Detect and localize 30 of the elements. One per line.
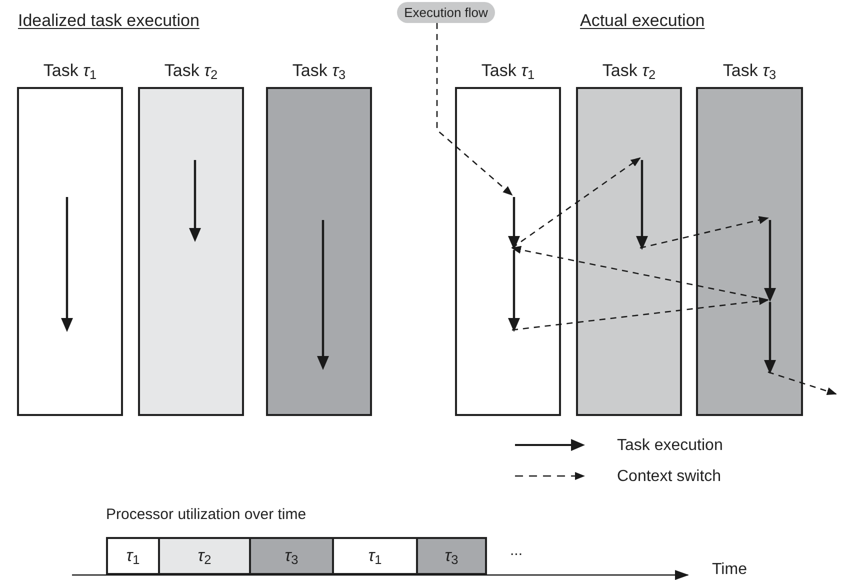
context-switch-arrow	[768, 371, 837, 396]
time-slot-box: τ$_{2}$	[158, 537, 251, 575]
flow-label-pill: Execution flow	[397, 2, 495, 23]
task-execution-arrow	[507, 250, 521, 332]
continuation-dots: ...	[510, 541, 523, 561]
time-slot-box: τ$_{3}$	[416, 537, 487, 575]
context-switch-arrow	[512, 297, 769, 331]
time-slot-box: τ$_{3}$	[249, 537, 334, 575]
task-execution-arrow	[635, 160, 649, 250]
column-heading: Task τ$_{3}$	[722, 60, 778, 82]
legend-label: Context switch	[617, 467, 722, 487]
column-heading: Task τ$_{2}$	[601, 60, 657, 82]
context-switch-arrow	[511, 246, 768, 301]
column-heading: Task τ$_{1}$	[42, 60, 98, 82]
axis-label: Time	[712, 560, 747, 580]
task-execution-arrow	[763, 302, 777, 374]
task-execution-arrow	[507, 197, 521, 250]
section-heading: Idealized task execution	[18, 10, 200, 32]
section-heading: Actual execution	[580, 10, 705, 32]
legend-label: Task execution	[617, 436, 723, 456]
context-switch-arrow	[640, 216, 769, 249]
column-heading: Task τ$_{1}$	[480, 60, 536, 82]
column-heading: Task τ$_{2}$	[163, 60, 219, 82]
context-switch-arrow	[512, 157, 641, 249]
context-switch-arrow	[436, 23, 513, 196]
timeline-title: Processor utilization over time	[106, 505, 306, 525]
column-heading: Task τ$_{3}$	[291, 60, 347, 82]
time-slot-box: τ$_{1}$	[106, 537, 160, 575]
time-slot-box: τ$_{1}$	[332, 537, 418, 575]
task-execution-arrow	[763, 220, 777, 302]
